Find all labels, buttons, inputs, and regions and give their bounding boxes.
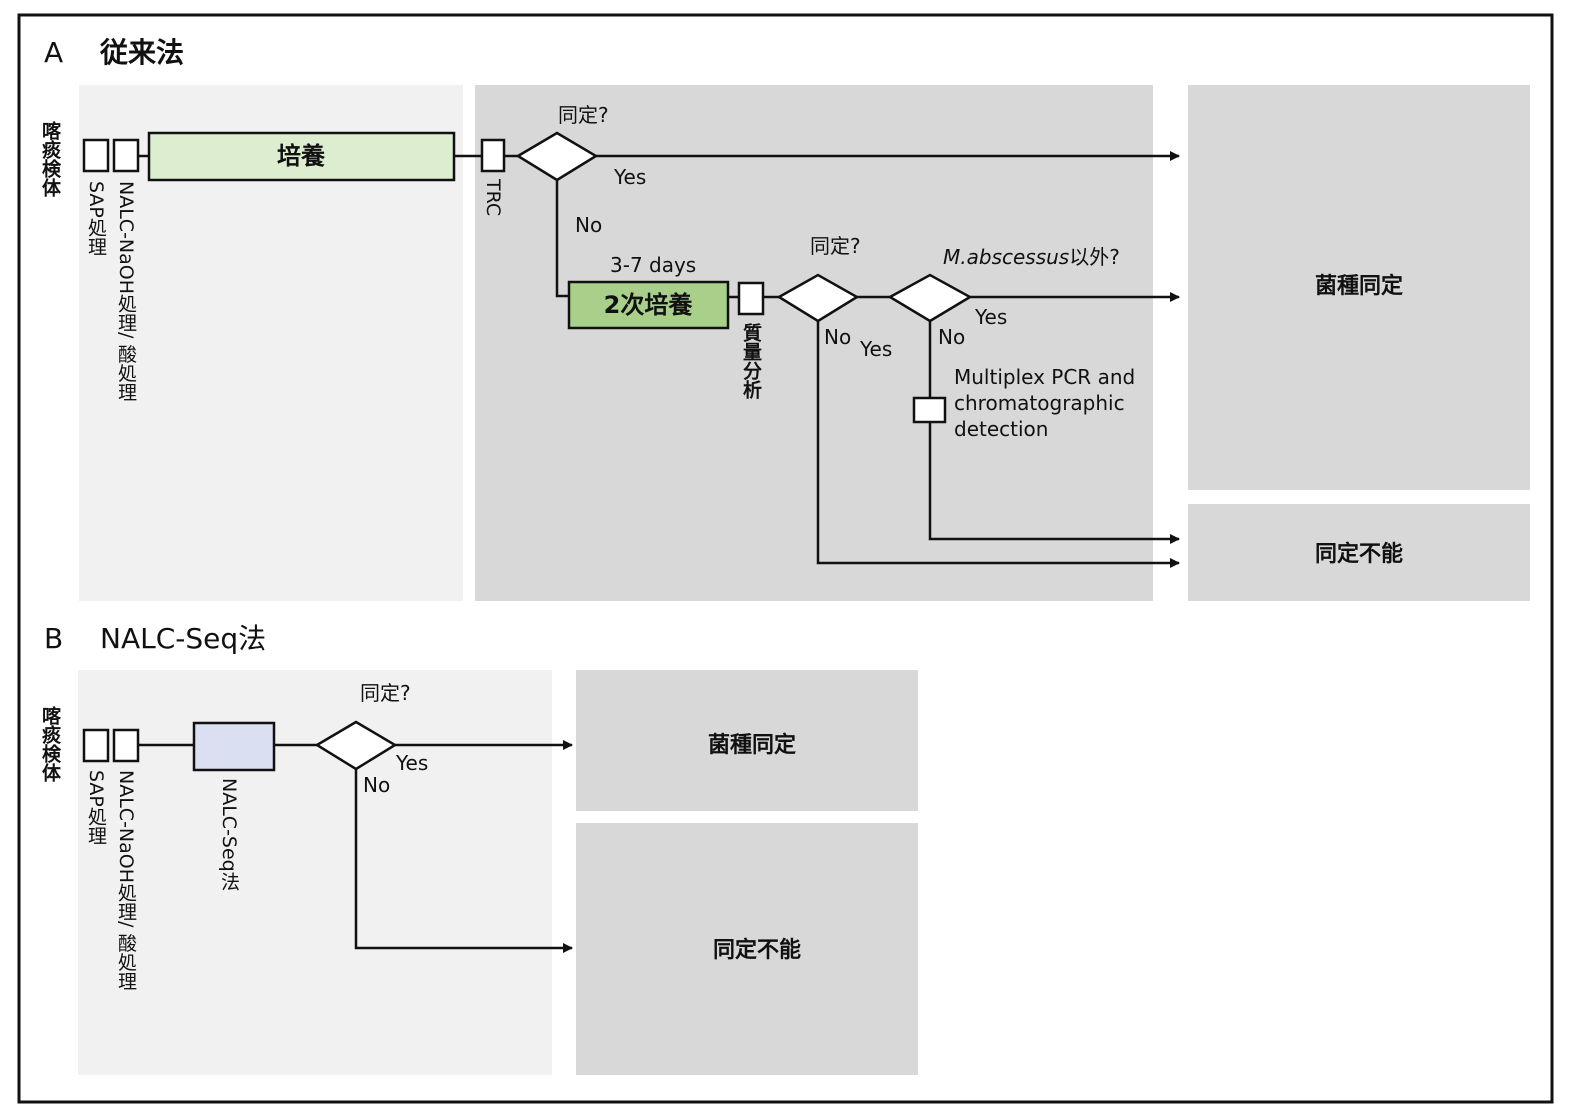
pretreatment-panel	[78, 670, 552, 1075]
section-b-letter: B	[44, 622, 63, 655]
pcr-label-line: Multiplex PCR and	[954, 365, 1135, 389]
trc-label: TRC	[482, 178, 504, 216]
yes-label: Yes	[974, 305, 1007, 329]
result-unidentified-label: 同定不能	[713, 937, 801, 963]
no-label: No	[938, 325, 965, 349]
unidentified-arrow	[354, 769, 573, 953]
no-label: No	[363, 773, 390, 797]
nalc-seq-box	[192, 721, 276, 772]
sputum-specimen-label: 喀痰検体	[39, 120, 61, 198]
result-identified-label: 菌種同定	[708, 732, 796, 758]
result-panel-identified	[1188, 85, 1530, 490]
subculture-box	[567, 280, 730, 330]
no-branch-line	[555, 180, 569, 298]
result-panel-unidentified	[576, 823, 918, 1075]
section-a: A 従来法 喀痰検体 SAP処理 NALC-NaOH処理/ 酸処理 培養 TRC…	[39, 36, 1530, 601]
sap-treatment-label: SAP処理	[85, 770, 107, 845]
identification-panel	[475, 85, 1153, 601]
yes-label: Yes	[613, 165, 646, 189]
mass-spec-box	[737, 281, 765, 316]
subculture-label: 2次培養	[604, 291, 693, 319]
mass-spec-label: 質量分析	[740, 322, 762, 400]
culture-box	[147, 131, 456, 182]
section-a-letter: A	[44, 36, 63, 69]
decision-question-label: 同定?	[558, 103, 609, 127]
result-identified-label: 菌種同定	[1315, 273, 1403, 299]
nalc-seq-label: NALC-Seq法	[218, 778, 240, 891]
unidentified-arrow	[816, 321, 1180, 568]
yes-label: Yes	[859, 337, 892, 361]
result-panel-identified	[576, 670, 918, 811]
yes-label: Yes	[395, 751, 428, 775]
decision-question-label: 同定?	[810, 234, 861, 258]
pcr-box	[912, 396, 947, 424]
decision-question-label: 同定?	[360, 681, 411, 705]
subculture-duration-label: 3-7 days	[610, 253, 696, 277]
sap-treatment-box	[82, 728, 110, 763]
culture-label: 培養	[277, 142, 325, 170]
pcr-label: Multiplex PCR and chromatographic detect…	[954, 365, 1142, 441]
section-b-title: NALC-Seq法	[100, 622, 266, 655]
pcr-label-line: detection	[954, 417, 1048, 441]
sputum-specimen-label: 喀痰検体	[39, 705, 61, 783]
trc-box	[480, 138, 506, 173]
nalc-treatment-box	[112, 138, 140, 173]
unidentified-arrow	[928, 422, 1180, 544]
section-b: B NALC-Seq法 喀痰検体 SAP処理 NALC-NaOH処理/ 酸処理 …	[39, 622, 918, 1075]
nalc-treatment-label: NALC-NaOH処理/ 酸処理	[115, 770, 137, 990]
sap-treatment-label: SAP処理	[85, 181, 107, 256]
nalc-treatment-box	[112, 728, 140, 763]
result-panel-unidentified	[1188, 504, 1530, 601]
species-question-label: M.abscessus以外?	[943, 245, 1120, 269]
no-label: No	[575, 213, 602, 237]
pcr-label-line: chromatographic	[954, 391, 1125, 415]
no-label: No	[824, 325, 851, 349]
section-a-title: 従来法	[99, 36, 184, 69]
result-unidentified-label: 同定不能	[1315, 541, 1403, 567]
nalc-treatment-label: NALC-NaOH処理/ 酸処理	[115, 181, 137, 401]
sap-treatment-box	[82, 138, 110, 173]
